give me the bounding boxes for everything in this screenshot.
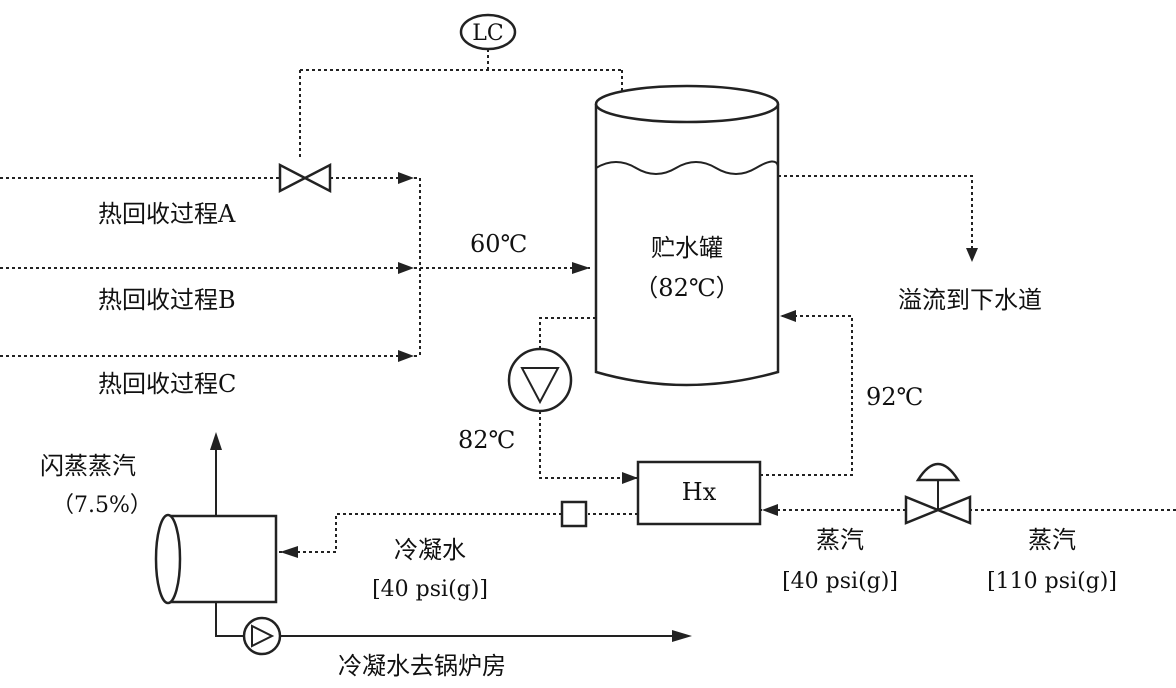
process-a-arrow bbox=[398, 172, 414, 184]
process-c-label: 热回收过程C bbox=[98, 370, 236, 398]
tank-top bbox=[594, 84, 780, 124]
condensate-label: 冷凝水 bbox=[394, 536, 466, 564]
return-temp-label: 92℃ bbox=[866, 383, 923, 411]
pump-to-hx-arrow bbox=[622, 472, 638, 484]
overflow-label: 溢流到下水道 bbox=[898, 286, 1042, 314]
steam-control-valve bbox=[904, 462, 972, 525]
process-b-arrow bbox=[398, 262, 414, 274]
control-valve-a bbox=[278, 162, 332, 194]
drum-to-pump-line bbox=[215, 602, 246, 637]
header-collector-line bbox=[419, 178, 590, 356]
pump-to-hx-line bbox=[539, 411, 638, 479]
process-b-label: 热回收过程B bbox=[98, 286, 236, 314]
tank-temp: （82℃） bbox=[634, 274, 739, 302]
storage-tank: 贮水罐 （82℃） bbox=[594, 84, 780, 387]
condensate-arrow bbox=[280, 546, 298, 558]
condensate-pump bbox=[242, 616, 282, 656]
steam-trap bbox=[560, 500, 588, 528]
condensate-to-boiler-label: 冷凝水去锅炉房 bbox=[338, 652, 506, 680]
process-c-arrow bbox=[398, 350, 414, 362]
tank-water-surface bbox=[595, 160, 779, 175]
overflow-line bbox=[778, 175, 973, 250]
lc-signal-line bbox=[299, 49, 623, 160]
overflow-arrow bbox=[966, 248, 978, 262]
flash-steam-arrow bbox=[210, 432, 222, 450]
hx-return-line bbox=[760, 315, 853, 476]
steam-high-pressure: [110 psi(g)] bbox=[987, 569, 1117, 594]
condensate-pressure: [40 psi(g)] bbox=[372, 577, 488, 602]
steam-low-name: 蒸汽 bbox=[816, 526, 864, 554]
flash-steam-label: 闪蒸蒸汽 bbox=[40, 452, 136, 480]
pump-out-temp-label: 82℃ bbox=[458, 426, 515, 454]
boiler-return-arrow bbox=[672, 630, 692, 642]
hx-return-arrow bbox=[780, 310, 796, 322]
heat-exchanger-label: Hx bbox=[682, 478, 717, 506]
process-a-label: 热回收过程A bbox=[98, 200, 236, 228]
inlet-temp-label: 60℃ bbox=[470, 230, 527, 258]
circulation-pump bbox=[507, 347, 573, 413]
tank-inlet-arrow bbox=[572, 262, 590, 274]
steam-to-hx-arrow bbox=[762, 504, 778, 516]
flash-steam-fraction: （7.5%） bbox=[52, 493, 152, 518]
level-controller-label: LC bbox=[472, 21, 503, 46]
steam-high-name: 蒸汽 bbox=[1028, 526, 1076, 554]
tank-outlet-line bbox=[539, 317, 596, 350]
heat-exchanger: Hx bbox=[636, 460, 762, 526]
flash-drum bbox=[154, 513, 278, 605]
tank-name: 贮水罐 bbox=[651, 234, 723, 262]
steam-low-pressure: [40 psi(g)] bbox=[782, 569, 898, 594]
level-controller: LC bbox=[459, 13, 517, 51]
